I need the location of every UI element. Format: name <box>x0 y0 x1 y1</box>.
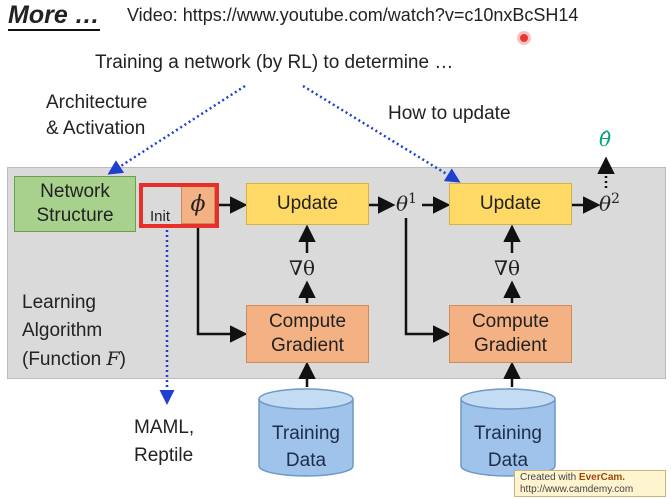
learning-line3: (Function <box>22 349 107 370</box>
architecture-caption: Architecture & Activation <box>46 90 147 142</box>
evercam-watermark: Created with EverCam. http://www.camdemy… <box>514 470 666 497</box>
init-label: Init <box>150 208 171 225</box>
architecture-line2: & Activation <box>46 118 146 139</box>
training-data-cylinder-2 <box>460 388 556 477</box>
nabla-theta-label-1: ∇θ <box>289 256 316 280</box>
dotted-arrow-to-network-structure <box>107 84 246 175</box>
compute-gradient-line1: Compute <box>268 311 347 332</box>
watermark-url: http://www.camdemy.com <box>520 484 634 495</box>
training-data-line2: Data <box>487 450 529 471</box>
theta2-label: θ2 <box>599 191 620 216</box>
maml-reptile-caption: MAML, Reptile <box>134 414 194 470</box>
watermark-brand: EverCam. <box>578 472 626 483</box>
arrow-theta1-to-compute2 <box>404 218 451 343</box>
training-data-line1: Training <box>272 423 340 444</box>
learning-algorithm-caption: Learning Algorithm (Function F) <box>22 289 126 374</box>
learning-line2: Algorithm <box>22 320 103 341</box>
training-caption: Training a network (by RL) to determine … <box>95 52 454 73</box>
theta1-label: θ1 <box>396 191 417 216</box>
training-data-label-1: Training Data <box>259 420 353 474</box>
training-data-line1: Training <box>474 423 542 444</box>
compute-gradient-box-2: Compute Gradient <box>449 305 572 363</box>
maml-line1: MAML, <box>134 417 195 438</box>
maml-line2: Reptile <box>134 445 194 466</box>
network-structure-line2: Structure <box>36 205 114 226</box>
learning-line3-close: ) <box>119 349 126 370</box>
compute-gradient-line2: Gradient <box>474 335 547 356</box>
theta-hat-label: θ̂ <box>599 127 612 151</box>
training-data-label-2: Training Data <box>461 420 555 474</box>
learning-line1: Learning <box>22 292 96 313</box>
training-data-cylinder-1 <box>258 388 354 477</box>
network-structure-line1: Network <box>40 181 110 202</box>
more-heading: More … <box>8 1 100 31</box>
how-to-update-caption: How to update <box>388 103 511 124</box>
compute-gradient-box-1: Compute Gradient <box>246 305 369 363</box>
nabla-theta-label-2: ∇θ <box>494 256 521 280</box>
compute-gradient-line2: Gradient <box>271 335 344 356</box>
video-link[interactable]: Video: https://www.youtube.com/watch?v=c… <box>127 5 579 25</box>
dotted-arrow-to-update2 <box>302 84 461 183</box>
network-structure-box: Network Structure <box>14 176 136 232</box>
update-box-2: Update <box>449 183 572 225</box>
compute-gradient-line1: Compute <box>471 311 550 332</box>
training-data-line2: Data <box>285 450 327 471</box>
architecture-line1: Architecture <box>46 92 148 113</box>
arrow-phi-to-compute1 <box>196 226 248 343</box>
init-highlight-frame <box>139 183 219 228</box>
recording-indicator-icon <box>520 34 528 42</box>
watermark-created-with: Created with <box>520 472 579 483</box>
function-symbol: F <box>106 348 120 370</box>
update-box-1: Update <box>246 183 369 225</box>
